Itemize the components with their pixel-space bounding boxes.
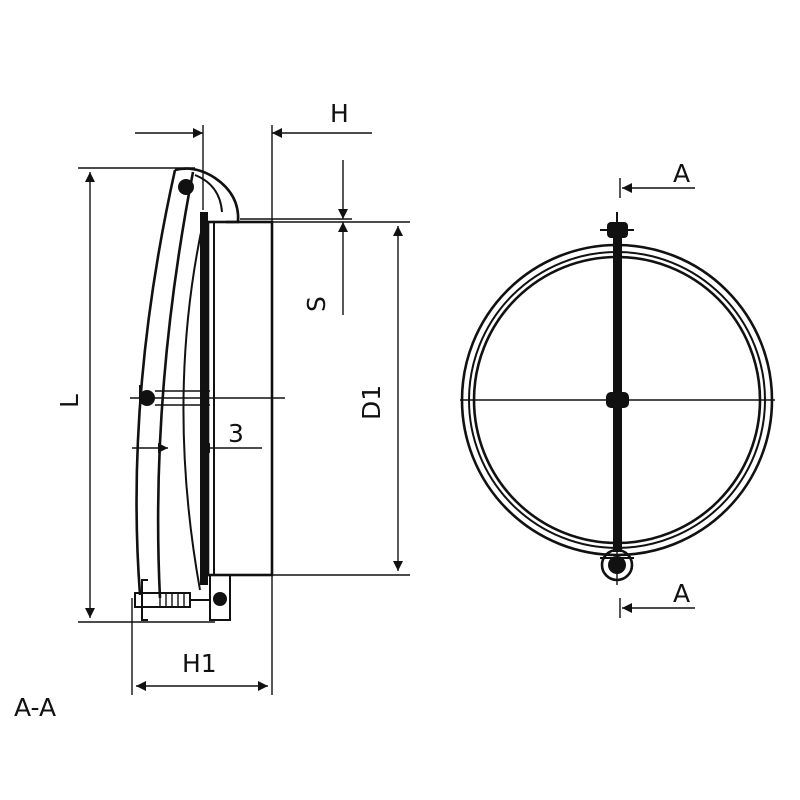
front-view: A A [460,159,775,618]
dim-h-label: H [330,99,349,128]
latch-bolt [134,592,191,608]
dim-h1-label: H1 [182,649,217,678]
latch-handle [141,579,148,621]
section-marker-bottom-label: A [673,579,690,608]
front-latch-inner [608,556,626,574]
flap-top-cap [174,167,240,224]
section-marker-top-label: A [673,159,690,188]
latch-bracket [209,574,231,621]
flap-outer-edge [135,169,177,596]
dim-l-label: L [55,394,84,408]
latch-pin [213,592,227,606]
section-title: A-A [14,693,56,722]
flap-inner-edge [156,171,195,599]
top-hinge-pin [178,179,194,195]
front-latch-outer [600,548,634,582]
dim-3-label: 3 [228,419,244,448]
flap-top-inner [194,174,223,213]
flap-face-curve [182,217,205,591]
dim-s-label: S [302,296,331,312]
side-view: H S L D1 3 H1 [55,99,410,695]
front-center-hub [606,392,629,408]
dim-d1-label: D1 [357,385,386,420]
